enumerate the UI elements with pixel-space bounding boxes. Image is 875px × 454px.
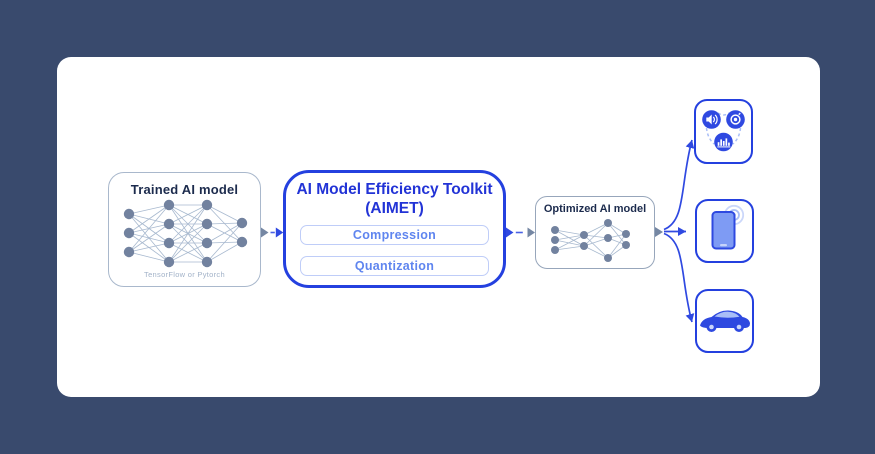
aimet-title: AI Model Efficiency Toolkit (AIMET) — [286, 180, 503, 218]
trained-model-title: Trained AI model — [130, 182, 239, 197]
optimized-model-box: Optimized AI model — [535, 196, 655, 269]
cycle-arcs — [705, 112, 742, 145]
diagram-card: Trained AI model TensorFlow or Pytorch A… — [57, 57, 820, 397]
aimet-title-line2: (AIMET) — [365, 200, 424, 217]
optimized-neural-network-graphic — [551, 219, 630, 262]
media-icons-graphic — [702, 110, 745, 152]
car-icon — [700, 310, 750, 332]
use-case-automotive-box — [695, 289, 754, 353]
framework-caption: TensorFlow or Pytorch — [144, 270, 225, 279]
camera-lens-icon — [726, 110, 745, 129]
speaker-icon — [702, 110, 721, 129]
aimet-box: AI Model Efficiency Toolkit (AIMET) Comp… — [283, 170, 506, 288]
smartphone-icon — [711, 211, 736, 250]
car-graphic — [700, 310, 750, 332]
optimized-model-title: Optimized AI model — [543, 203, 647, 215]
aimet-title-line1: AI Model Efficiency Toolkit — [296, 181, 493, 198]
compression-button[interactable]: Compression — [300, 225, 489, 245]
use-case-media-box — [694, 99, 753, 164]
smartphone-graphic — [711, 204, 745, 250]
equalizer-icon — [714, 132, 733, 152]
quantization-button[interactable]: Quantization — [300, 256, 489, 276]
use-case-smartphone-box — [695, 199, 754, 263]
trained-neural-network-graphic — [123, 199, 248, 268]
trained-model-box: Trained AI model TensorFlow or Pytorch — [108, 172, 261, 287]
